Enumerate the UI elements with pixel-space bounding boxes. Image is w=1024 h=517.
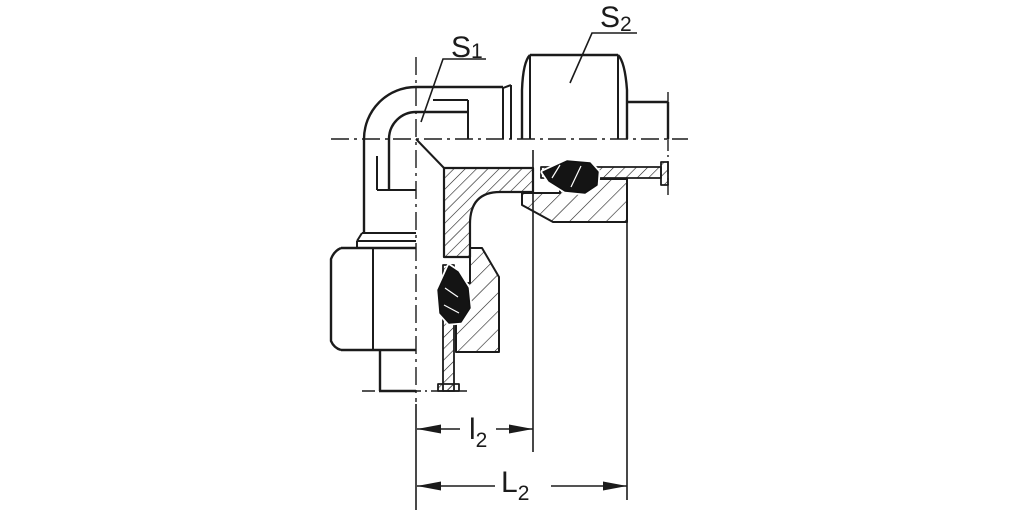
L2-arrow-left	[417, 481, 441, 491]
cutting-ring-right	[540, 158, 601, 196]
bottom-sleeve	[356, 232, 416, 248]
cutting-ring-right-body	[542, 160, 599, 194]
l2-arrow-left	[417, 424, 441, 434]
cutting-ring-bottom	[435, 263, 473, 326]
bottom-tube-end-section	[437, 383, 460, 392]
dimension-l2: l2	[415, 150, 534, 510]
L2-arrow-right	[603, 481, 627, 491]
body-section	[442, 166, 535, 259]
body-corner-bevel	[415, 138, 445, 169]
nut-s2-left-chamfer	[520, 54, 531, 139]
label-L2: L2	[501, 466, 529, 505]
label-s1: S1	[451, 31, 483, 64]
body-section-hatch	[442, 166, 535, 259]
wrench-flat-left	[376, 156, 416, 191]
nut-s2	[520, 53, 629, 139]
bottom-port	[329, 232, 500, 393]
leader-s1: S1	[420, 31, 486, 123]
nut-s2-hex-lines	[529, 55, 619, 139]
right-sleeve	[502, 84, 512, 139]
bend-outer-arc	[362, 85, 503, 233]
nut-bottom-left-face	[329, 246, 342, 352]
wrench-flat-top	[433, 99, 469, 139]
nut-s2-right-chamfer	[617, 54, 629, 139]
label-s2: S2	[600, 1, 632, 36]
right-port	[502, 53, 670, 223]
leader-s2-line	[569, 32, 637, 84]
label-l2: l2	[469, 413, 487, 452]
bend-tube-outline	[362, 85, 503, 233]
right-tube-end-section	[660, 161, 669, 186]
dimension-L2: L2	[417, 222, 628, 505]
leader-s2: S2	[569, 1, 637, 84]
leader-s1-line	[420, 58, 486, 123]
nut-s1-bottom	[329, 246, 416, 352]
bend-inner-arc	[387, 110, 468, 190]
l2-arrow-right	[509, 424, 533, 434]
